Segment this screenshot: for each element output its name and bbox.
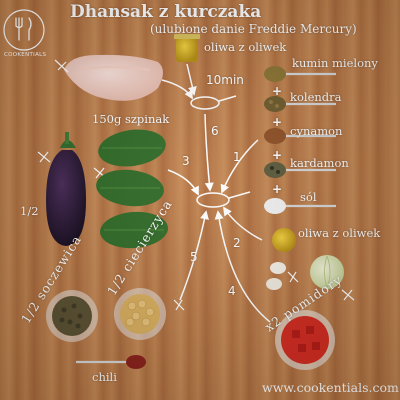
label-chili: chili: [92, 370, 117, 384]
step-6-number: 6: [211, 124, 219, 138]
arrow-step-4: [214, 210, 271, 323]
knife-icon-onion: [341, 289, 355, 301]
label-olive-oil-top: oliwa z oliwek: [204, 40, 287, 54]
arrow-oil-to-pan: [186, 63, 197, 96]
label-coriander: kolendra: [290, 90, 342, 104]
label-olive-oil-bottom: oliwa z oliwek: [298, 226, 381, 240]
knife-icons: [37, 59, 355, 311]
step-4-number: 4: [228, 284, 236, 298]
onion: [310, 255, 344, 289]
spice-spoons: [264, 66, 336, 214]
spinach-leaves: [96, 129, 168, 249]
olive-oil-top-jar: [174, 34, 200, 62]
garlic-cloves: [266, 262, 286, 290]
eggplant: [46, 132, 86, 246]
coriander-spoon: [264, 96, 336, 112]
knife-icon-chickpeas: [173, 299, 185, 311]
label-cumin: kumin mielony: [292, 56, 378, 70]
knife-icon-chicken: [54, 59, 69, 73]
lentils-bowl: [46, 290, 98, 342]
arrow-step-5: [179, 210, 209, 301]
label-salt: sól: [300, 190, 317, 204]
website-link[interactable]: www.cookentials.com: [262, 380, 399, 395]
pan-top: [190, 95, 237, 110]
fork-and-knife-icon: [15, 17, 32, 41]
chili-spoon: [76, 355, 146, 369]
brand-logo-text: COOKENTIALS: [4, 52, 47, 58]
chicken-breast: [64, 54, 163, 101]
recipe-title: Dhansak z kurczaka: [70, 2, 262, 22]
olive-oil-bottom-jar: [272, 228, 296, 252]
cinnamon-spoon: [264, 128, 336, 144]
label-time: 10min: [206, 73, 244, 87]
arrow-step-2: [222, 206, 263, 241]
plus-separator: +: [272, 148, 283, 162]
plus-separator: +: [272, 115, 283, 129]
knife-icon-garlic: [287, 271, 299, 283]
knife-icon-eggplant: [37, 151, 51, 163]
label-cinnamon: cynamon: [290, 124, 343, 138]
recipe-subtitle: (ulubione danie Freddie Mercury): [150, 22, 357, 36]
arrow-step-3: [167, 169, 199, 196]
cumin-spoon: [264, 66, 336, 82]
chickpeas-bowl: [114, 288, 166, 340]
step-1-number: 1: [233, 150, 241, 164]
cardamom-spoon: [264, 162, 336, 178]
step-2-number: 2: [233, 236, 241, 250]
pan-main: [196, 191, 251, 208]
tomatoes-bowl: [275, 310, 335, 370]
label-cardamom: kardamon: [290, 156, 349, 170]
brand-logo: [3, 9, 45, 51]
label-eggplant-amount: 1/2: [20, 204, 39, 218]
arrow-step-6: [204, 113, 214, 192]
label-spinach: 150g szpinak: [92, 112, 170, 126]
arrow-chicken-to-pan: [161, 79, 193, 100]
arrow-step-1: [220, 139, 259, 194]
plus-separator: +: [272, 84, 283, 98]
step-3-number: 3: [182, 154, 190, 168]
flow-arrows: [161, 63, 271, 323]
salt-spoon: [264, 198, 336, 214]
step-5-number: 5: [190, 250, 198, 264]
plus-separator: +: [272, 182, 283, 196]
